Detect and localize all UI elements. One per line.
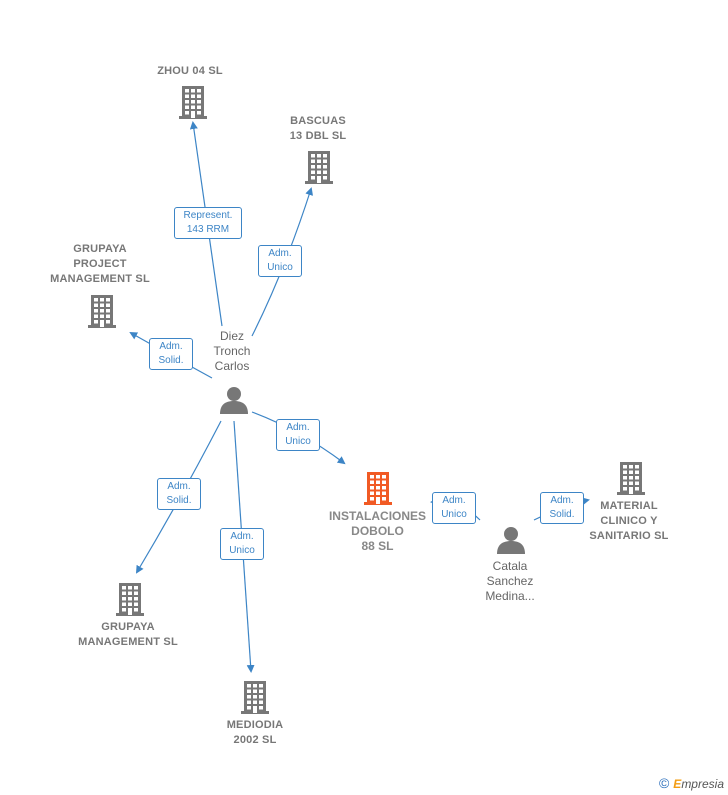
edge-label-adm-unico[interactable]: Adm. Unico [258, 245, 302, 277]
person-icon [220, 387, 248, 414]
company-label: MATERIAL CLINICO Y SANITARIO SL [589, 500, 669, 542]
building-icon [364, 472, 392, 505]
empresia-credit: ©Empresia [659, 775, 724, 791]
company-label: MEDIODIA 2002 SL [226, 719, 284, 746]
edge-label-adm-solid[interactable]: Adm. Solid. [540, 492, 584, 524]
brand-logo-text: mpresia [681, 777, 724, 791]
person-label: Diez Tronch Carlos [213, 329, 251, 373]
building-icon [116, 583, 144, 616]
company-label: BASCUAS 13 DBL SL [289, 115, 347, 142]
edge-label-adm-solid[interactable]: Adm. Solid. [149, 338, 193, 370]
company-label: GRUPAYA PROJECT MANAGEMENT SL [50, 243, 150, 285]
company-label: INSTALACIONES DOBOLO 88 SL [328, 509, 427, 553]
brand-logo-letter: E [673, 777, 682, 791]
building-icon [305, 151, 333, 184]
building-icon [179, 86, 207, 119]
edge-label-adm-solid[interactable]: Adm. Solid. [157, 478, 201, 510]
edge-label-represent[interactable]: Represent. 143 RRM [174, 207, 242, 239]
edge-label-adm-unico[interactable]: Adm. Unico [432, 492, 476, 524]
building-icon [617, 462, 645, 495]
building-icon [241, 681, 269, 714]
edge-label-adm-unico[interactable]: Adm. Unico [220, 528, 264, 560]
copyright-icon: © [658, 775, 670, 791]
edge-label-adm-unico[interactable]: Adm. Unico [276, 419, 320, 451]
company-label: ZHOU 04 SL [157, 65, 223, 77]
company-label: GRUPAYA MANAGEMENT SL [78, 621, 178, 648]
person-icon [497, 527, 525, 554]
building-icon [88, 295, 116, 328]
person-label: Catala Sanchez Medina... [485, 559, 535, 603]
